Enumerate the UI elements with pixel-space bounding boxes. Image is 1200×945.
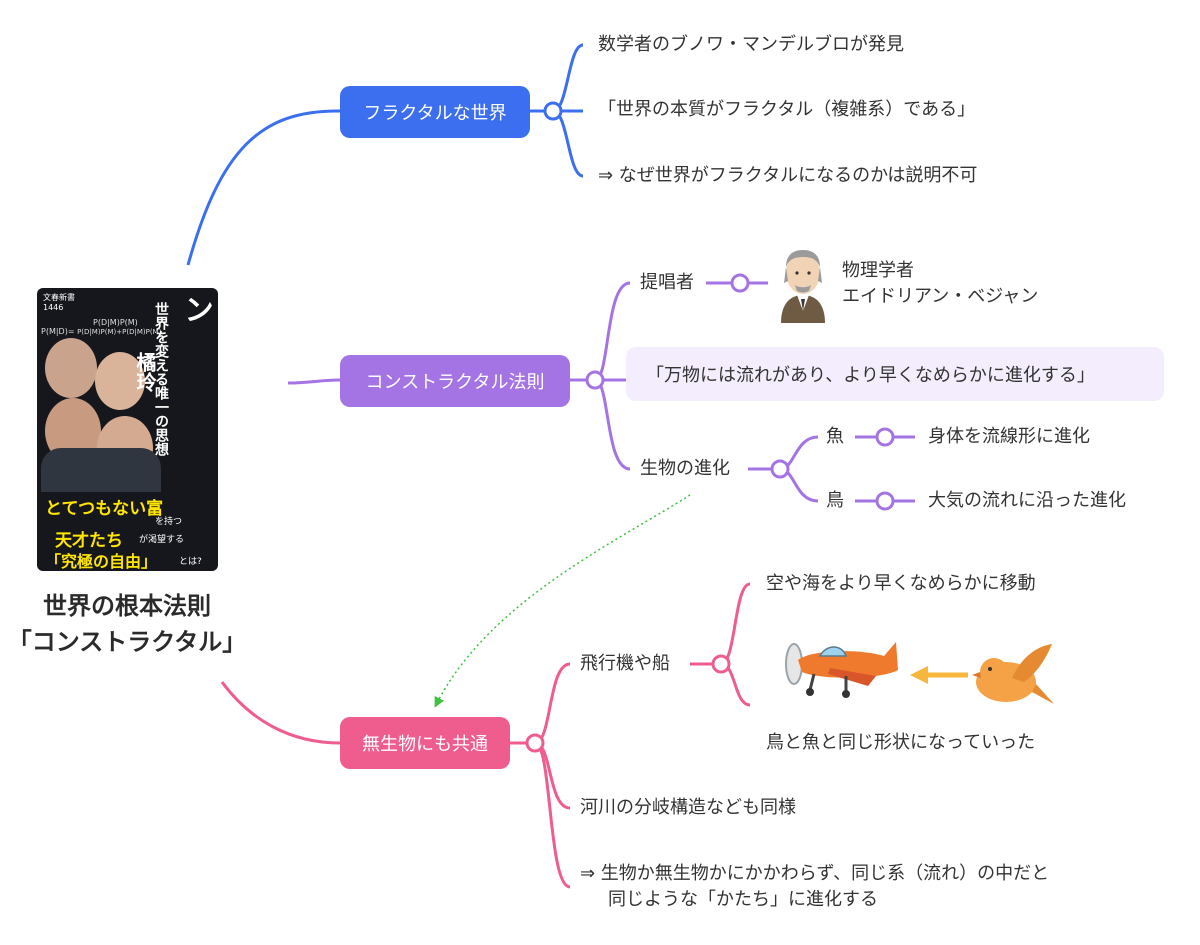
proposer-label[interactable]: 提唱者 bbox=[640, 272, 694, 293]
constructal-law-callout[interactable]: 「万物には流れがあり、より早くなめらかに進化する」 bbox=[626, 347, 1164, 401]
node-dot-fish bbox=[875, 427, 895, 447]
scientist-portrait-icon bbox=[781, 250, 825, 323]
conclusion-line-1[interactable]: ⇒ 生物か無生物かにかかわらず、同じ系（流れ）の中だと bbox=[580, 863, 1050, 884]
node-dot-constructal bbox=[585, 370, 605, 390]
node-dot-plane bbox=[711, 654, 731, 674]
book-blurb-1: とてつもない富 bbox=[45, 499, 164, 519]
book-blurb-4: が渇望する bbox=[139, 535, 185, 545]
river-item[interactable]: 河川の分岐構造なども同様 bbox=[580, 797, 796, 818]
root-topic-line-1: 世界の根本法則 bbox=[43, 592, 211, 620]
book-title: テクノ・リバタリアン bbox=[178, 294, 218, 564]
fractal-item-2[interactable]: 「世界の本質がフラクタル（複雑系）である」 bbox=[598, 99, 976, 120]
connector-root-fractal bbox=[186, 109, 341, 266]
fish-description[interactable]: 身体を流線形に進化 bbox=[928, 426, 1090, 447]
book-cover: 文春新書 1446 P(D|M)P(M) P(M|D)= P(D|M)P(M)+… bbox=[37, 288, 218, 571]
book-blurb-5: 「究極の自由」 bbox=[45, 552, 158, 571]
node-dot-inanimate bbox=[525, 733, 545, 753]
fractal-item-3[interactable]: ⇒ なぜ世界がフラクタルになるのかは説明不可 bbox=[598, 165, 978, 186]
portrait-clothing bbox=[41, 448, 161, 492]
book-blurb-6: とは? bbox=[179, 557, 202, 567]
relationship-arrow bbox=[434, 494, 691, 708]
node-dot-proposer bbox=[730, 273, 750, 293]
proposer-role[interactable]: 物理学者 bbox=[842, 260, 914, 281]
branch-fractal[interactable]: フラクタルな世界 bbox=[340, 86, 530, 138]
portrait-1 bbox=[45, 338, 97, 398]
node-dot-evolution bbox=[770, 459, 790, 479]
plane-caption[interactable]: 鳥と魚と同じ形状になっていった bbox=[766, 732, 1036, 753]
branch-constructal[interactable]: コンストラクタル法則 bbox=[340, 355, 570, 407]
book-formula: P(D|M)P(M) P(M|D)= P(D|M)P(M)+P(D|M)P(M) bbox=[41, 318, 162, 336]
airplane-icon bbox=[785, 642, 898, 698]
root-topic-line-2: 「コンストラクタル」 bbox=[7, 628, 247, 656]
node-dot-fractal bbox=[543, 101, 563, 121]
proposer-name[interactable]: エイドリアン・ベジャン bbox=[842, 286, 1039, 307]
conclusion-line-2[interactable]: 同じような「かたち」に進化する bbox=[608, 889, 878, 910]
connector-root-inanimate bbox=[220, 681, 341, 745]
book-blurb-3: 天才たち bbox=[55, 531, 123, 551]
bird-icon bbox=[972, 644, 1054, 704]
evolution-label[interactable]: 生物の進化 bbox=[640, 458, 730, 479]
bird-description[interactable]: 大気の流れに沿った進化 bbox=[928, 490, 1126, 511]
book-blurb-2: を持つ bbox=[155, 517, 183, 527]
plane-item[interactable]: 空や海をより早くなめらかに移動 bbox=[766, 573, 1036, 594]
plane-label[interactable]: 飛行機や船 bbox=[580, 653, 670, 674]
fractal-item-1[interactable]: 数学者のブノワ・マンデルブロが発見 bbox=[598, 34, 904, 55]
connector-root-constructal bbox=[287, 378, 341, 385]
branch-inanimate[interactable]: 無生物にも共通 bbox=[340, 717, 510, 769]
book-publisher: 文春新書 1446 bbox=[43, 293, 75, 312]
book-author: 橘玲 bbox=[133, 352, 157, 392]
fish-label[interactable]: 魚 bbox=[826, 426, 844, 447]
node-dot-bird bbox=[875, 491, 895, 511]
bird-label[interactable]: 鳥 bbox=[826, 490, 844, 511]
portrait-2 bbox=[95, 352, 145, 410]
root-topic[interactable]: 世界の根本法則 「コンストラクタル」 bbox=[0, 588, 254, 660]
book-subtitle: 世界を変える唯一の思想 bbox=[153, 302, 169, 456]
arrow-left-icon bbox=[910, 666, 968, 684]
